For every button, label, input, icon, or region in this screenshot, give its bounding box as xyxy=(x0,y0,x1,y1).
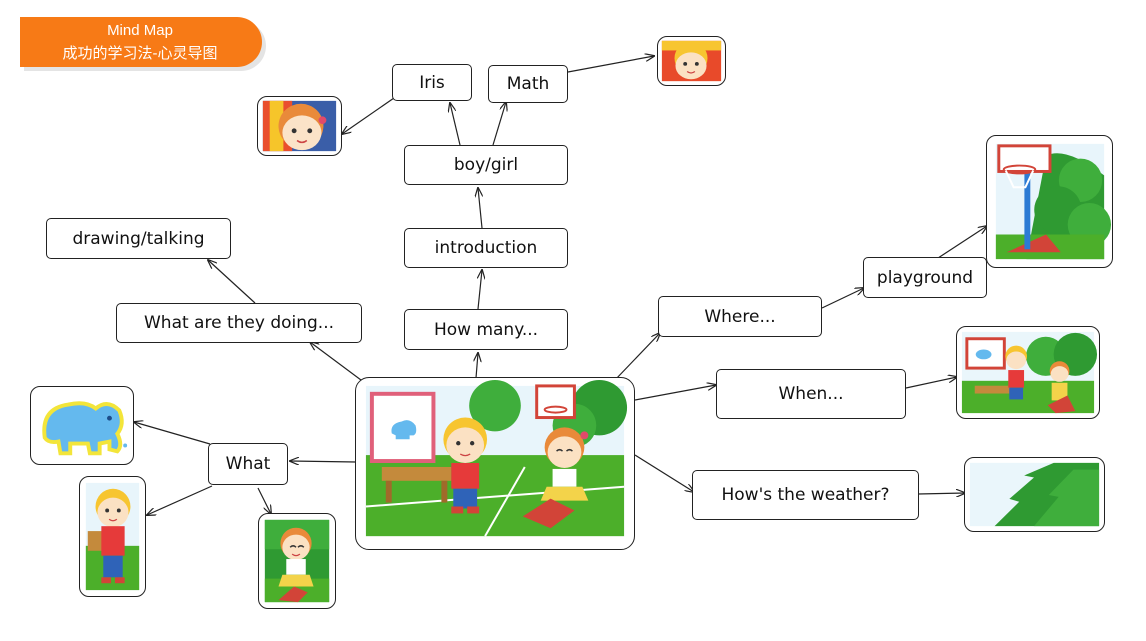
image-boy-face xyxy=(657,36,726,86)
arrow-iris-girl-face xyxy=(342,97,395,134)
arrow-center-how-many xyxy=(476,353,478,379)
node-introduction: introduction xyxy=(404,228,568,268)
arrow-what-doing-drawing xyxy=(208,260,256,304)
mind-map-header: Mind Map 成功的学习法-心灵导图 xyxy=(20,17,268,71)
arrow-when-kids xyxy=(905,377,957,389)
header-banner xyxy=(20,17,262,67)
arrow-how-many-introduction xyxy=(478,270,482,310)
arrow-playground-hoop xyxy=(934,226,987,261)
arrow-what-elephant xyxy=(134,422,211,445)
image-girl-face xyxy=(257,96,342,156)
image-basketball-hoop xyxy=(986,135,1113,268)
node-what-doing: What are they doing... xyxy=(116,303,362,343)
node-boy-girl: boy/girl xyxy=(404,145,568,185)
header-subtitle: 成功的学习法-心灵导图 xyxy=(62,45,218,62)
image-central-scene xyxy=(355,377,635,550)
image-kids-playing xyxy=(956,326,1100,419)
arrow-center-where xyxy=(614,333,660,381)
arrow-center-what xyxy=(290,461,357,462)
arrow-what-boy xyxy=(147,485,213,515)
image-tree xyxy=(964,457,1105,532)
node-where: Where... xyxy=(658,296,822,337)
node-math: Math xyxy=(488,65,568,103)
arrow-where-playground xyxy=(821,288,864,309)
node-weather: How's the weather? xyxy=(692,470,919,520)
arrow-center-weather xyxy=(634,454,694,492)
arrow-math-boy-face xyxy=(567,56,654,73)
image-boy xyxy=(79,476,146,597)
node-what: What xyxy=(208,443,288,485)
arrow-weather-tree xyxy=(917,493,965,494)
header-title: Mind Map xyxy=(107,22,173,39)
arrow-center-what-doing xyxy=(310,342,366,384)
node-how-many: How many... xyxy=(404,309,568,350)
arrow-boygirl-iris xyxy=(450,103,461,146)
arrow-boygirl-math xyxy=(492,102,506,146)
arrow-center-when xyxy=(634,385,716,401)
node-playground: playground xyxy=(863,257,987,298)
arrow-what-girl xyxy=(257,487,271,514)
node-when: When... xyxy=(716,369,906,419)
image-elephant xyxy=(30,386,134,465)
node-drawing-talking: drawing/talking xyxy=(46,218,231,259)
node-iris: Iris xyxy=(392,64,472,101)
arrow-introduction-boygirl xyxy=(478,188,482,229)
image-girl xyxy=(258,513,336,609)
